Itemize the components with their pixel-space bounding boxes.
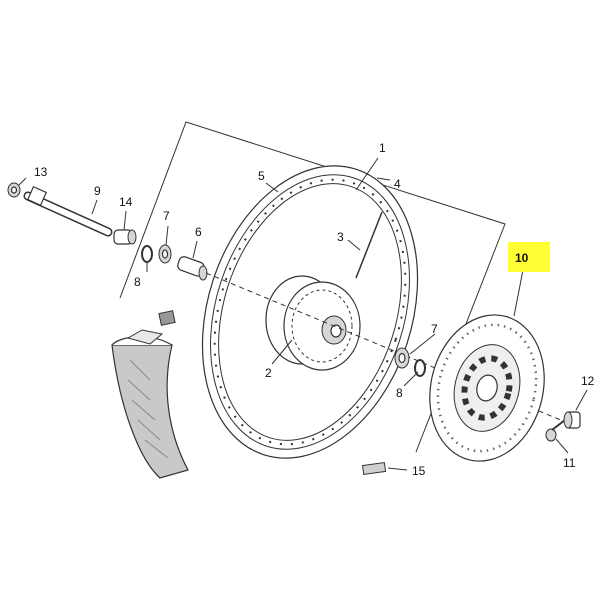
- callout-5: 5: [258, 169, 265, 183]
- callout-8-right: 8: [396, 386, 403, 400]
- bearing-right: [394, 347, 410, 369]
- callout-7-right: 7: [431, 322, 438, 336]
- callout-2: 2: [265, 366, 272, 380]
- spacer-right-part: [563, 411, 581, 429]
- callout-9: 9: [94, 184, 101, 198]
- leader-lines: [18, 157, 588, 471]
- callout-14: 14: [119, 195, 133, 209]
- nut-part: [7, 182, 21, 198]
- highlight-box: [508, 242, 550, 272]
- callout-6: 6: [195, 225, 202, 239]
- seal-ring-left: [141, 245, 153, 263]
- callout-10: 10: [515, 251, 529, 265]
- seal-ring-right: [414, 359, 426, 377]
- callout-3: 3: [337, 230, 344, 244]
- balance-weight-part: [361, 461, 387, 476]
- hub-part: [265, 275, 361, 371]
- spoke-part: [355, 211, 383, 279]
- callout-13: 13: [34, 165, 48, 179]
- callout-7-left: 7: [163, 209, 170, 223]
- spacer-tube-part: [177, 256, 208, 281]
- tire-part: [111, 310, 189, 479]
- bearing-left: [158, 244, 172, 264]
- brake-disc-part: [429, 314, 545, 462]
- callout-11: 11: [563, 456, 576, 470]
- callout-15: 15: [412, 464, 426, 478]
- spacer-part: [113, 229, 137, 245]
- callout-8-left: 8: [134, 275, 141, 289]
- axle-part: [23, 185, 113, 237]
- bolt-part: [545, 419, 566, 442]
- callout-12: 12: [581, 374, 595, 388]
- callout-4: 4: [394, 177, 401, 191]
- callout-1: 1: [379, 141, 386, 155]
